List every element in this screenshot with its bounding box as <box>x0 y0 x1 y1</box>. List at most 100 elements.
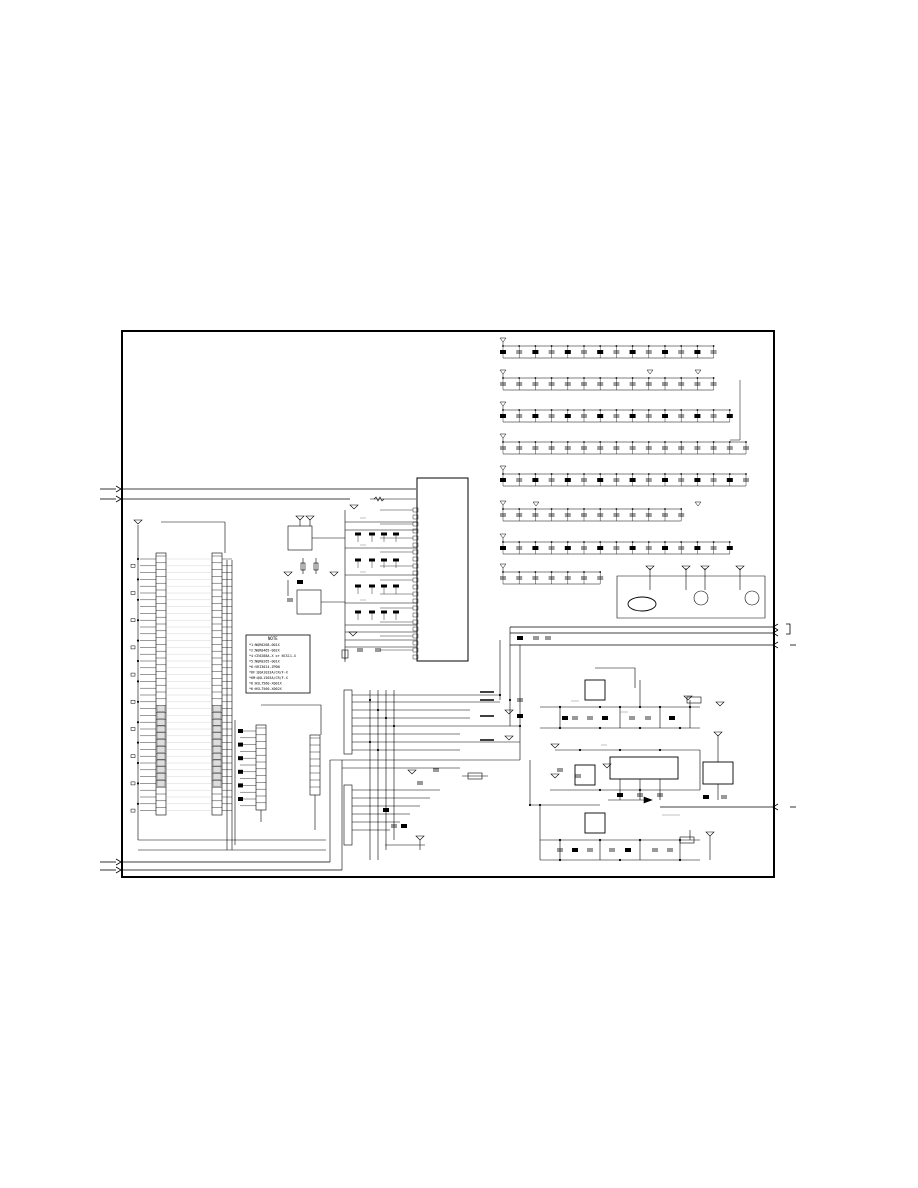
junction-dot <box>712 345 715 347</box>
junction-dot <box>136 578 140 581</box>
junction-dot <box>136 557 140 561</box>
junction-dot <box>566 441 569 443</box>
junction-dot <box>647 473 650 475</box>
ic-pin <box>412 598 419 604</box>
capacitor-dark <box>694 478 701 482</box>
capacitor-dark <box>532 414 539 418</box>
signal-bus-middle <box>329 627 521 870</box>
junction-dot <box>502 377 504 379</box>
junction-dot <box>598 705 602 709</box>
capacitor-dark <box>564 478 571 482</box>
pin-pad <box>156 746 166 753</box>
junction-dot <box>696 473 699 475</box>
junction-dot <box>136 680 140 683</box>
capacitor <box>130 700 136 704</box>
capacitor-dark <box>726 414 733 418</box>
junction-dot <box>664 473 666 475</box>
junction-dot <box>583 345 585 347</box>
junction-dot <box>550 377 553 379</box>
connector-pins-middle <box>166 555 232 811</box>
connector-pins-small <box>238 727 320 806</box>
junction-dot <box>578 748 582 752</box>
supply-symbols <box>133 504 725 779</box>
capacitor-dark <box>381 558 387 562</box>
junction-dot <box>598 726 602 730</box>
junction-dot <box>376 748 380 752</box>
capacitor-dark <box>355 532 361 536</box>
note-line: *6M:QOL1503A/CR/F-X <box>249 676 289 680</box>
capacitor <box>130 618 136 622</box>
junction-dot <box>712 441 715 443</box>
junction-dot <box>583 508 585 510</box>
junction-dot <box>615 473 618 475</box>
junction-dot <box>534 345 537 347</box>
junction-dot <box>664 508 666 510</box>
capacitor-dark <box>625 848 631 852</box>
main-ic-pins <box>355 507 419 660</box>
capacitor-dark <box>393 610 399 614</box>
junction-dot <box>566 508 569 510</box>
junction-dot <box>599 541 602 543</box>
capacitor-dark <box>694 546 701 550</box>
junction-dot <box>583 377 585 379</box>
junction-dot <box>664 409 666 411</box>
junction-dot <box>680 473 683 475</box>
capacitor-dark <box>238 783 243 788</box>
junction-dot <box>664 345 666 347</box>
junction-dot <box>615 541 618 543</box>
junction-dot <box>712 409 715 411</box>
junction-dot <box>136 741 140 744</box>
junction-dot <box>696 441 699 443</box>
pin-pad <box>212 739 222 746</box>
capacitor-dark <box>238 797 243 801</box>
capacitor-dark <box>500 546 506 550</box>
capacitor-dark <box>597 414 604 418</box>
junction-dot <box>534 508 537 510</box>
pin-pad <box>212 705 222 712</box>
capacitor-dark <box>297 580 303 584</box>
junction-dot <box>599 377 602 379</box>
supply-symbol <box>499 465 507 471</box>
capacitor-dark <box>500 350 506 354</box>
junction-dot <box>678 858 682 862</box>
junction-dot <box>638 726 642 730</box>
capacitor <box>130 781 136 786</box>
capacitor-dark <box>662 478 668 482</box>
junction-dot <box>638 838 642 842</box>
capacitor <box>130 672 136 677</box>
junction-dot <box>658 705 662 709</box>
junction-dot <box>528 803 532 807</box>
junction-dot <box>534 409 537 411</box>
junction-dot <box>598 788 602 792</box>
ic-pin <box>412 556 419 562</box>
ic-pin <box>412 528 419 534</box>
junction-dot <box>618 748 622 752</box>
junction-dot <box>136 700 140 703</box>
transistor-stage <box>616 565 766 619</box>
supply-symbol <box>646 369 654 375</box>
junction-dot <box>368 698 372 702</box>
junction-dot <box>615 377 618 379</box>
capacitor-dark <box>401 824 407 828</box>
supply-symbol <box>499 369 507 375</box>
junction-dot <box>583 541 585 543</box>
junction-dot <box>136 802 140 805</box>
junction-dot <box>136 598 140 601</box>
junction-dot <box>566 473 569 475</box>
junction-dot <box>712 473 715 475</box>
junction-dot <box>678 838 682 842</box>
junction-dot <box>550 409 553 411</box>
pin-pad <box>212 780 222 787</box>
junction-dot <box>518 508 521 510</box>
junction-dot <box>376 708 380 712</box>
ic-pin <box>412 626 419 632</box>
junction-dot <box>745 441 747 443</box>
capacitor-dark <box>572 848 578 852</box>
junction-dot <box>615 508 618 510</box>
junction-dot <box>638 705 642 709</box>
ic-pin <box>412 654 419 660</box>
pin-pad <box>212 732 222 739</box>
junction-dot <box>599 571 602 573</box>
junction-dot <box>566 571 569 573</box>
junction-dot <box>599 508 602 510</box>
